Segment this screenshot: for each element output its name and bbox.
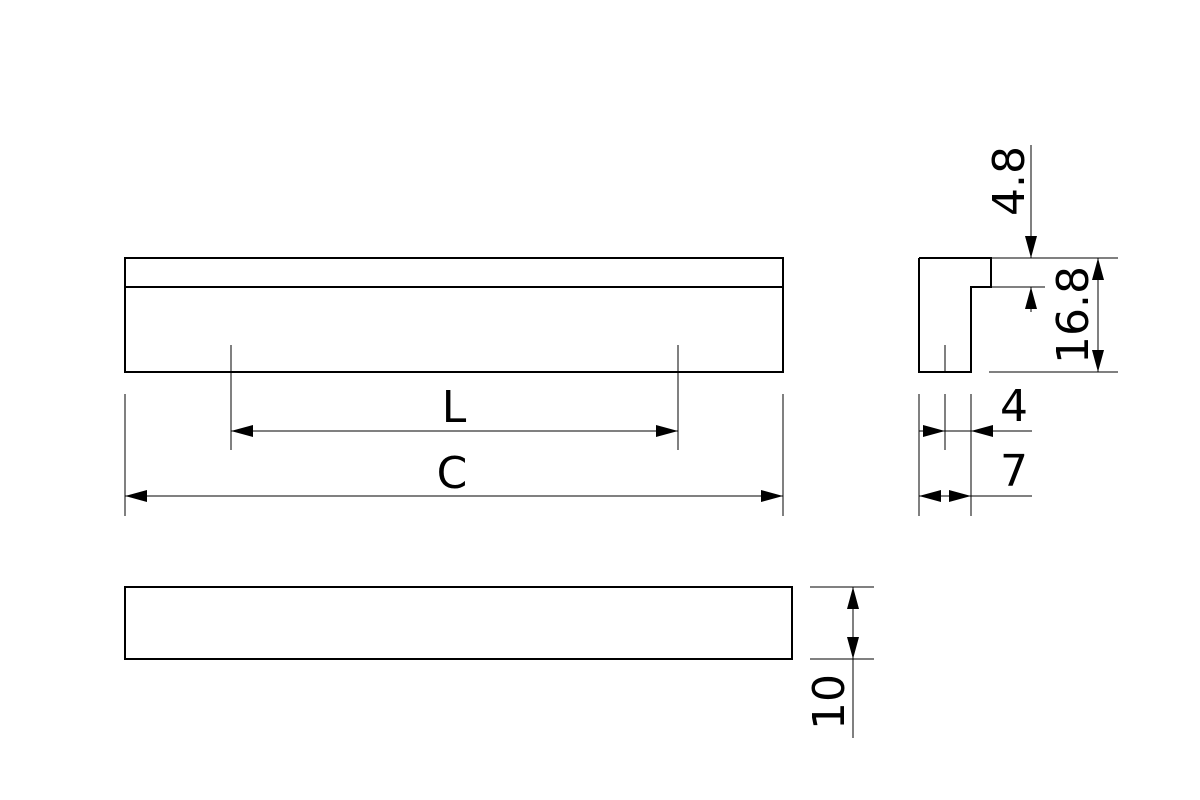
arrowhead-depth-up <box>847 587 859 609</box>
thickness-total-label: 7 <box>1000 446 1028 497</box>
top-lip-label: 4.8 <box>984 146 1035 216</box>
dimension-profile-height: 16.8 <box>989 258 1118 373</box>
hole-spacing-label: L <box>442 382 467 433</box>
dimension-depth: 10 <box>804 586 874 738</box>
arrowhead-overall-left <box>125 490 147 502</box>
arrowhead-height-up <box>1092 258 1104 280</box>
arrowhead-depth-down <box>847 637 859 659</box>
profile-outline <box>918 257 992 373</box>
front-view-outline <box>124 257 784 373</box>
dimension-top-lip: 4.8 <box>984 145 1118 312</box>
dimension-thickness: 4 7 <box>918 381 1032 516</box>
dimension-overall-length: C <box>124 394 784 516</box>
depth-label: 10 <box>804 674 855 730</box>
arrowhead-hole-right <box>656 425 678 437</box>
profile-height-label: 16.8 <box>1048 266 1099 364</box>
arrowhead-total-left <box>919 490 941 502</box>
top-view <box>124 586 793 660</box>
dimension-hole-spacing: L <box>230 345 679 450</box>
arrowhead-inner-right <box>971 425 993 437</box>
arrowhead-height-down <box>1092 350 1104 372</box>
thickness-inner-label: 4 <box>1000 381 1028 432</box>
arrowhead-total-right <box>949 490 971 502</box>
arrowhead-top-lip-down <box>1025 236 1037 258</box>
overall-length-label: C <box>437 448 468 499</box>
arrowhead-hole-left <box>231 425 253 437</box>
front-view <box>124 257 784 373</box>
arrowhead-overall-right <box>761 490 783 502</box>
top-view-outline <box>124 586 793 660</box>
arrowhead-inner-left <box>923 425 945 437</box>
arrowhead-top-lip-up <box>1025 287 1037 309</box>
side-profile-view <box>918 257 992 373</box>
